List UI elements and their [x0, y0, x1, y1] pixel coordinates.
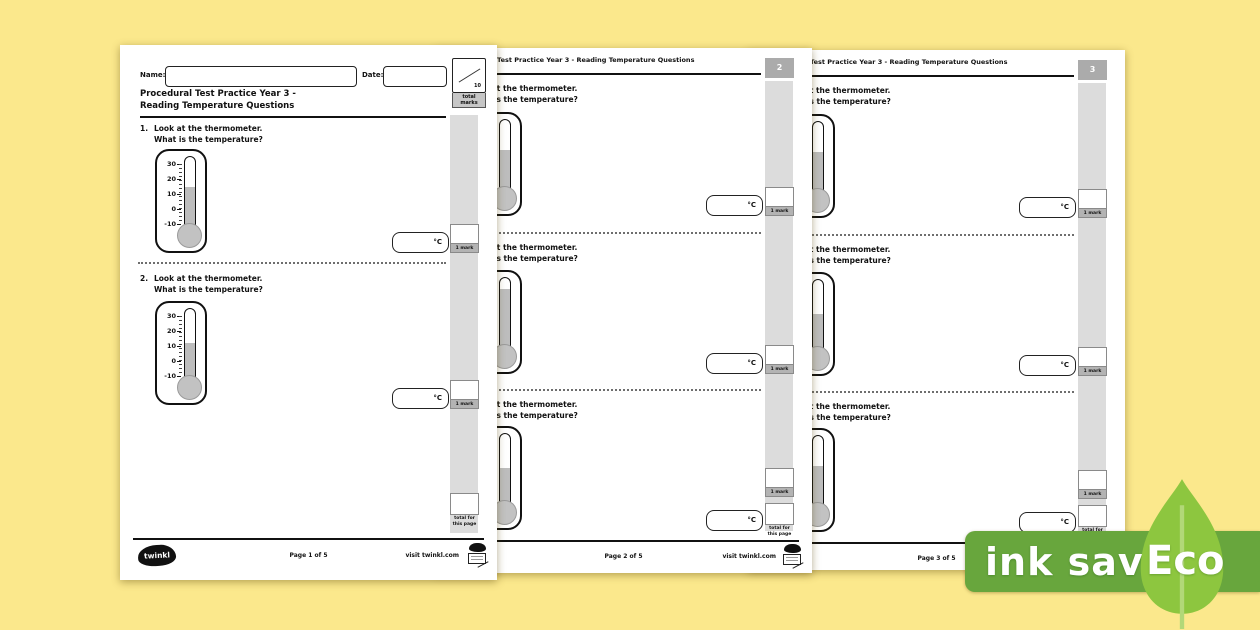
question-separator: [764, 391, 1074, 393]
question-text: Look at the thermometer.What is the temp…: [782, 402, 891, 422]
thermometer-bulb: [177, 375, 202, 400]
footer-rule: [761, 542, 1112, 544]
answer-box: °C: [706, 353, 763, 374]
mark-box: 1 mark: [1078, 189, 1107, 218]
date-field: [383, 66, 447, 87]
twinkl-quality-badge-icon: [467, 543, 489, 568]
header-rule: [451, 73, 761, 75]
mark-box: 1 mark: [1078, 470, 1107, 499]
header-rule: [764, 75, 1074, 77]
thermometer-bulb: [177, 223, 202, 248]
mark-box: 1 mark: [450, 224, 479, 253]
visit-link: visit twinkl.com: [405, 552, 459, 559]
marks-column: [450, 115, 478, 533]
question-number: 2.: [140, 274, 149, 283]
question-separator: [451, 232, 761, 234]
page-header-title: Procedural Test Practice Year 3 - Readin…: [455, 56, 695, 64]
question-separator: [138, 262, 446, 264]
mark-box: 1 mark: [765, 345, 794, 374]
page-footer-label: Page 1 of 5: [289, 552, 328, 559]
answer-box: °C: [392, 388, 449, 409]
date-label: Date:: [362, 71, 384, 79]
answer-box: °C: [1019, 355, 1076, 376]
question-number: 1.: [140, 124, 149, 133]
thermometer: 30 20 10 0 -10: [155, 149, 207, 253]
question-separator: [451, 389, 761, 391]
marks-column: [1078, 83, 1106, 533]
answer-box: °C: [1019, 197, 1076, 218]
total-marks-box: 10 total marks: [452, 58, 486, 108]
question-text: 1. Look at the thermometer.What is the t…: [140, 124, 263, 144]
page-header-title: Procedural Test Practice Year 3 - Readin…: [768, 58, 1008, 66]
eco-label: Eco: [1146, 538, 1225, 584]
answer-box: °C: [706, 510, 763, 531]
title-rule: [140, 116, 446, 118]
twinkl-quality-badge-icon: [782, 544, 804, 569]
page-footer-label: Page 3 of 5: [917, 555, 956, 562]
mark-box: 1 mark: [1078, 347, 1107, 376]
question-text: Look at the thermometer.What is the temp…: [469, 84, 578, 104]
thermometer: 30 20 10 0 -10: [155, 301, 207, 405]
mark-box: 1 mark: [765, 187, 794, 216]
page-number-badge: 3: [1078, 60, 1107, 80]
question-separator: [764, 234, 1074, 236]
question-text: Look at the thermometer.What is the temp…: [469, 243, 578, 263]
eco-leaf-icon: [1140, 479, 1224, 629]
answer-box: °C: [706, 195, 763, 216]
mark-box: 1 mark: [765, 468, 794, 497]
page-footer-label: Page 2 of 5: [604, 553, 643, 560]
answer-box: °C: [1019, 512, 1076, 533]
worksheet-title: Procedural Test Practice Year 3 - Readin…: [140, 89, 296, 112]
worksheet-page-1: Name: Date: 10 total marks Procedural Te…: [120, 45, 497, 580]
footer-rule: [448, 540, 799, 542]
visit-link: visit twinkl.com: [722, 553, 776, 560]
question-text: Look at the thermometer.What is the temp…: [782, 245, 891, 265]
name-field: [165, 66, 357, 87]
question-text: Look at the thermometer.What is the temp…: [782, 86, 891, 106]
answer-box: °C: [392, 232, 449, 253]
name-label: Name:: [140, 71, 166, 79]
mark-box: 1 mark: [450, 380, 479, 409]
question-text: Look at the thermometer.What is the temp…: [469, 400, 578, 420]
marks-column: [765, 81, 793, 531]
question-text: 2. Look at the thermometer.What is the t…: [140, 274, 263, 294]
page-number-badge: 2: [765, 58, 794, 78]
footer-rule: [133, 538, 484, 540]
